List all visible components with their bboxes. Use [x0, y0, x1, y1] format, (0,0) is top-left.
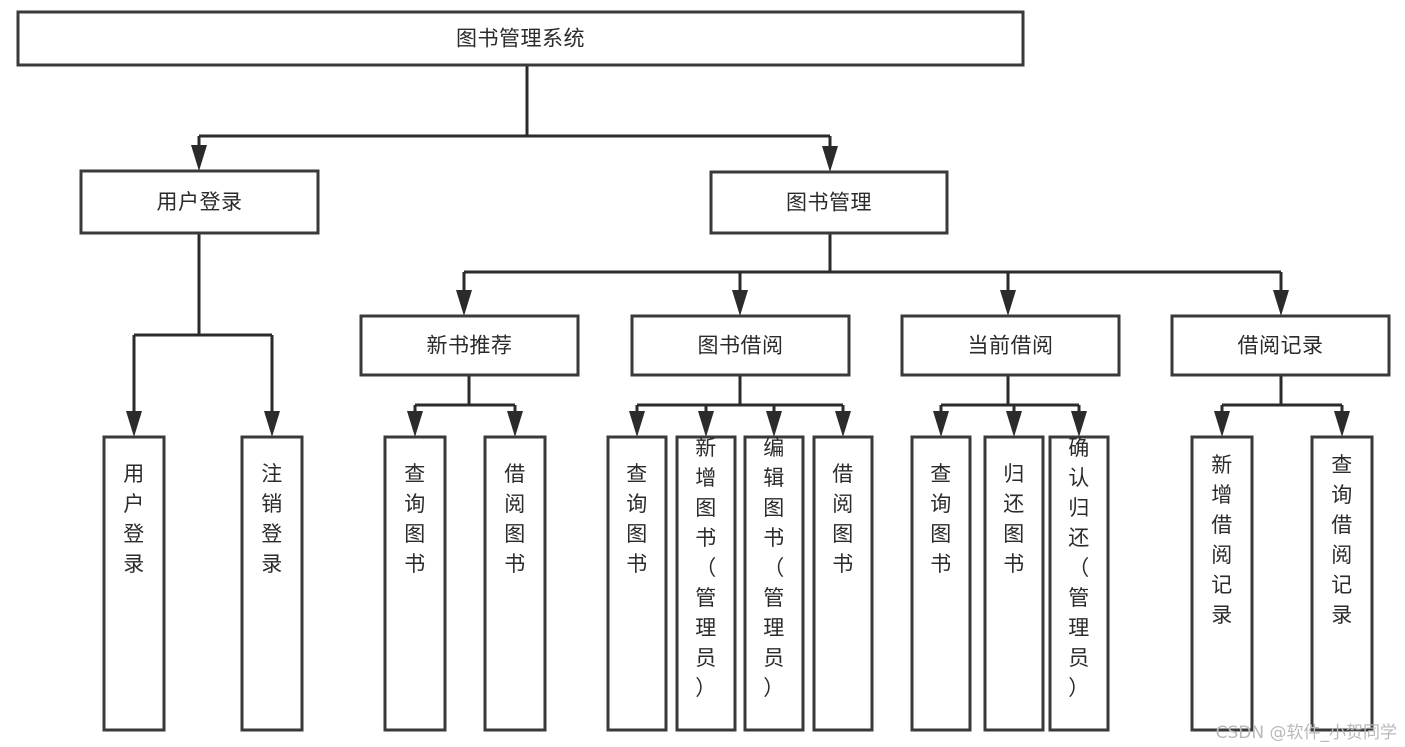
connector-user-login-drop-1	[126, 335, 142, 437]
node-user-login[interactable]: 用户登录	[79, 169, 320, 235]
node-leaf-user-logout[interactable]: 注销登录	[240, 435, 304, 732]
node-label-leaf-return-book: 归还图书	[1003, 462, 1025, 576]
node-label-leaf-confirm-return: 确认归还（管理员）	[1068, 436, 1090, 700]
connectors-layer	[126, 65, 1350, 437]
node-box-leaf-query-borrow-record[interactable]	[1310, 435, 1374, 732]
connector-book-manage-drop-4	[1273, 272, 1289, 316]
node-leaf-query-book-2[interactable]: 查询图书	[606, 435, 668, 732]
node-label-root: 图书管理系统	[456, 27, 585, 51]
node-borrow-record[interactable]: 借阅记录	[1170, 314, 1391, 377]
node-leaf-query-book-3[interactable]: 查询图书	[910, 435, 972, 732]
node-label-leaf-edit-book: 编辑图书（管理员）	[763, 436, 785, 700]
node-box-leaf-add-book[interactable]	[675, 435, 737, 732]
node-label-leaf-borrow-book-1: 借阅图书	[504, 462, 526, 576]
connector-book-borrow-drop-3	[766, 405, 782, 437]
node-box-leaf-query-book-2[interactable]	[606, 435, 668, 732]
node-box-current-borrow[interactable]	[900, 314, 1121, 377]
connector-borrow-record-drop-2	[1334, 405, 1350, 437]
node-leaf-query-book-1[interactable]: 查询图书	[383, 435, 447, 732]
node-leaf-add-borrow-record[interactable]: 新增借阅记录	[1190, 435, 1254, 732]
node-label-new-book-recommend: 新书推荐	[427, 334, 513, 358]
node-label-leaf-user-logout: 注销登录	[261, 462, 283, 576]
nodes-layer: 图书管理系统用户登录图书管理新书推荐图书借阅当前借阅借阅记录用户登录注销登录查询…	[16, 10, 1391, 732]
node-label-borrow-record: 借阅记录	[1238, 334, 1324, 358]
node-box-leaf-add-borrow-record[interactable]	[1190, 435, 1254, 732]
node-label-leaf-query-book-1: 查询图书	[404, 462, 426, 576]
node-label-leaf-query-book-2: 查询图书	[626, 462, 648, 576]
node-box-leaf-edit-book[interactable]	[743, 435, 805, 732]
node-box-leaf-query-book-3[interactable]	[910, 435, 972, 732]
node-box-borrow-record[interactable]	[1170, 314, 1391, 377]
connector-current-borrow-drop-1	[933, 405, 949, 437]
node-label-leaf-user-login: 用户登录	[123, 462, 145, 576]
connector-user-login-drop-2	[264, 335, 280, 437]
node-box-new-book-recommend[interactable]	[359, 314, 580, 377]
node-book-borrow[interactable]: 图书借阅	[630, 314, 851, 377]
node-box-leaf-confirm-return[interactable]	[1048, 435, 1110, 732]
node-root[interactable]: 图书管理系统	[16, 10, 1025, 67]
node-box-book-borrow[interactable]	[630, 314, 851, 377]
connector-current-borrow-drop-2	[1006, 405, 1022, 437]
node-leaf-edit-book[interactable]: 编辑图书（管理员）	[743, 435, 805, 732]
connector-current-borrow-drop-3	[1071, 405, 1087, 437]
connector-borrow-record-drop-1	[1214, 405, 1230, 437]
node-leaf-borrow-book-2[interactable]: 借阅图书	[812, 435, 874, 732]
node-label-leaf-query-borrow-record: 查询借阅记录	[1331, 453, 1353, 627]
node-box-root[interactable]	[16, 10, 1025, 67]
connector-new-book-drop-2	[507, 405, 523, 437]
node-book-manage[interactable]: 图书管理	[709, 170, 949, 235]
node-label-leaf-borrow-book-2: 借阅图书	[832, 462, 854, 576]
node-box-leaf-user-logout[interactable]	[240, 435, 304, 732]
node-box-leaf-borrow-book-2[interactable]	[812, 435, 874, 732]
node-current-borrow[interactable]: 当前借阅	[900, 314, 1121, 377]
node-leaf-confirm-return[interactable]: 确认归还（管理员）	[1048, 435, 1110, 732]
node-box-leaf-user-login[interactable]	[102, 435, 166, 732]
node-label-user-login: 用户登录	[157, 190, 243, 214]
connector-book-manage-drop-3	[1000, 272, 1016, 316]
node-label-leaf-query-book-3: 查询图书	[930, 462, 952, 576]
node-new-book-recommend[interactable]: 新书推荐	[359, 314, 580, 377]
connector-book-borrow-drop-2	[698, 405, 714, 437]
node-label-book-manage: 图书管理	[786, 191, 872, 215]
node-label-book-borrow: 图书借阅	[698, 334, 784, 358]
node-label-current-borrow: 当前借阅	[968, 334, 1054, 358]
node-box-user-login[interactable]	[79, 169, 320, 235]
node-label-leaf-add-borrow-record: 新增借阅记录	[1211, 453, 1233, 627]
connector-book-manage-drop-1	[456, 272, 472, 316]
node-box-leaf-borrow-book-1[interactable]	[483, 435, 547, 732]
node-leaf-borrow-book-1[interactable]: 借阅图书	[483, 435, 547, 732]
connector-root-drop-user-login	[191, 136, 207, 171]
connector-book-borrow-drop-1	[629, 405, 645, 437]
node-box-leaf-query-book-1[interactable]	[383, 435, 447, 732]
node-box-leaf-return-book[interactable]	[983, 435, 1045, 732]
node-box-book-manage[interactable]	[709, 170, 949, 235]
node-leaf-query-borrow-record[interactable]: 查询借阅记录	[1310, 435, 1374, 732]
connector-book-manage-drop-2	[732, 272, 748, 316]
node-label-leaf-add-book: 新增图书（管理员）	[695, 436, 717, 700]
node-leaf-user-login[interactable]: 用户登录	[102, 435, 166, 732]
node-leaf-return-book[interactable]: 归还图书	[983, 435, 1045, 732]
connector-book-borrow-drop-4	[835, 405, 851, 437]
node-leaf-add-book[interactable]: 新增图书（管理员）	[675, 435, 737, 732]
connector-new-book-drop-1	[407, 405, 423, 437]
connector-root-drop-book-manage	[822, 136, 838, 172]
